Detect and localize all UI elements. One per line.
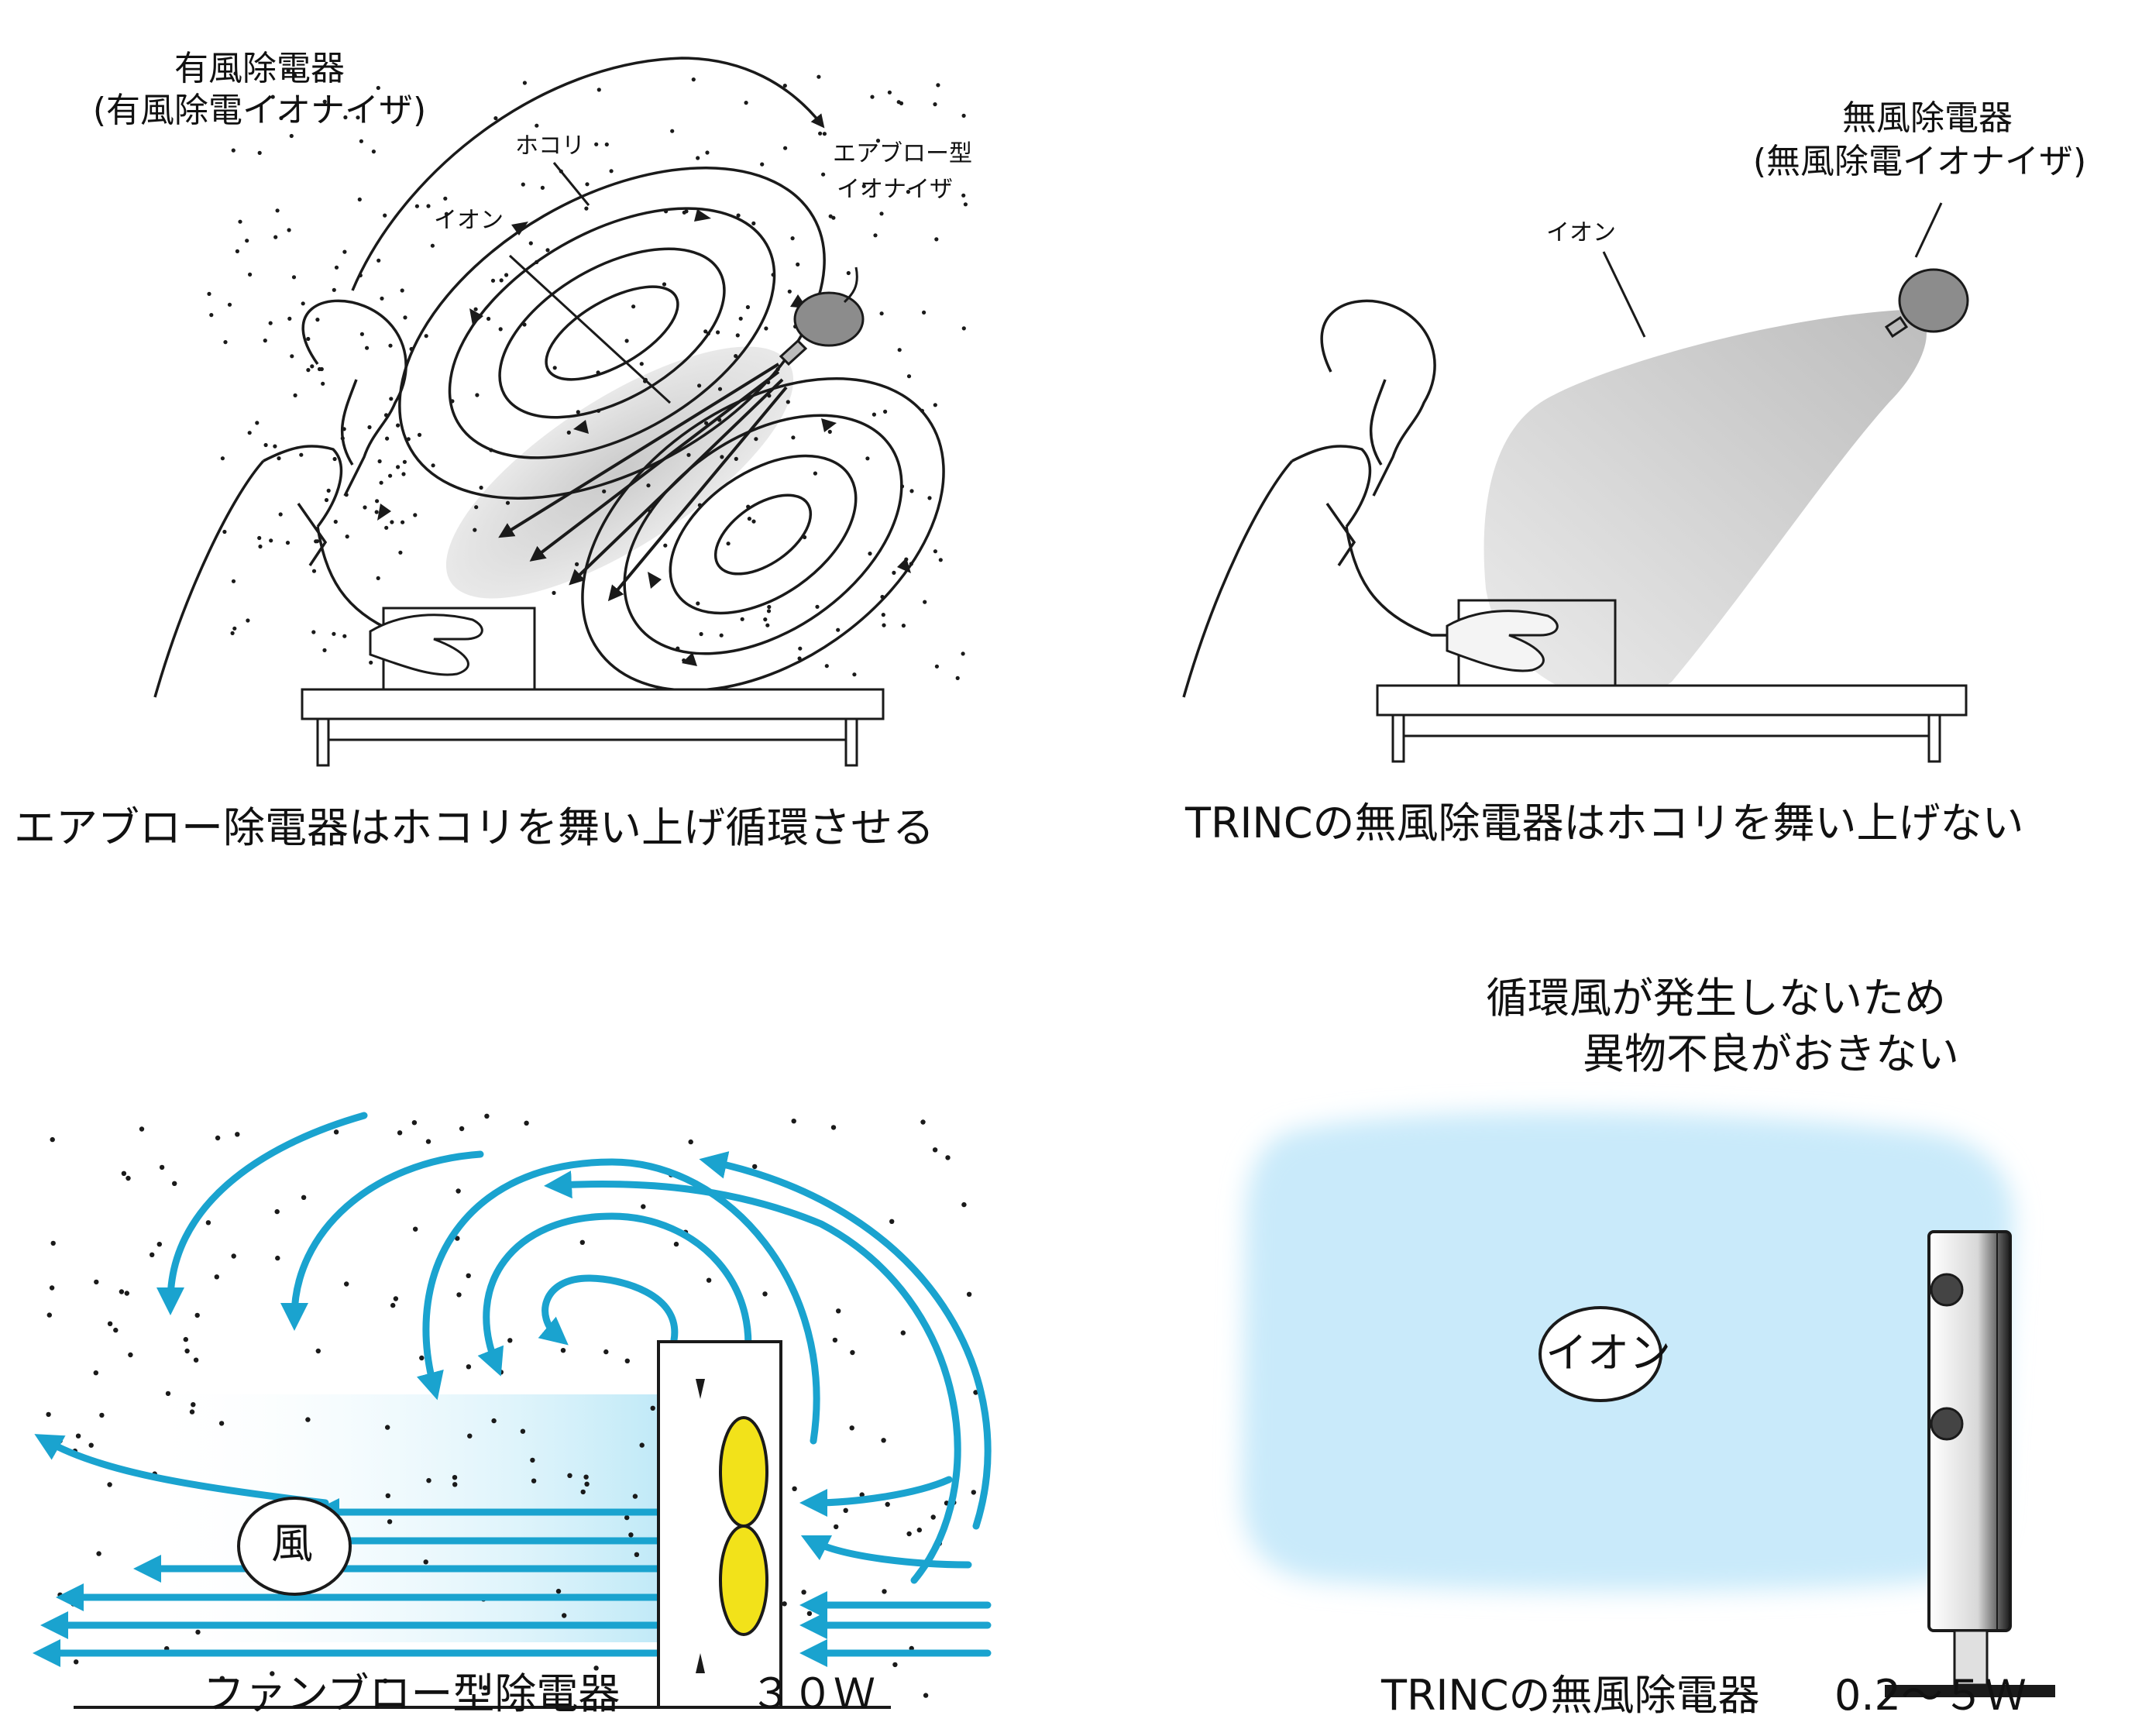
fanblow-label-wind: 風 — [271, 1519, 313, 1568]
ion-jet-cloud — [445, 346, 794, 599]
label-leader-lines — [508, 162, 858, 404]
trinc-note-line2: 異物不良がおきない — [1583, 1030, 1959, 1078]
panel-trinc: 循環風が発生しないため 異物不良がおきない イオン TRINCの無風除電器 0.… — [1068, 883, 2135, 1736]
device-stand — [1953, 1629, 1989, 1686]
ion-cone — [1483, 310, 1927, 700]
airblow-title-line1: 有風除電器 — [174, 49, 345, 88]
windless-title-line1: 無風除電器 — [1842, 98, 2013, 138]
device-base — [1885, 1685, 2055, 1697]
label-leader-lines — [1602, 202, 1943, 338]
outer-flow-arc — [351, 57, 825, 291]
upper-circulation-loops — [398, 167, 826, 500]
trinc-label-ion: イオン — [1545, 1329, 1671, 1377]
wind-glow — [139, 1394, 666, 1642]
fanblow-power: ３０Ｗ — [750, 1669, 875, 1718]
windless-caption: TRINCの無風除電器はホコリを舞い上げない — [1185, 799, 2024, 847]
trinc-caption: TRINCの無風除電器 — [1381, 1671, 1760, 1720]
trinc-note-line1: 循環風が発生しないため — [1486, 974, 1946, 1023]
ionizer-nozzle — [779, 339, 808, 366]
hands — [1446, 610, 1559, 672]
trinc-illustration — [1242, 1112, 2055, 1697]
airblow-label-dust: ホコリ — [515, 132, 585, 160]
windless-title-line2: (無風除電イオナイザ) — [1752, 142, 2087, 181]
windless-illustration — [1182, 202, 1969, 763]
emitter-lower — [1930, 1407, 1964, 1441]
fanblow-caption: ファンブロー型除電器 — [203, 1669, 621, 1718]
airblow-label-ion: イオン — [434, 207, 504, 234]
fan-blade-upper — [719, 1416, 768, 1528]
wind-label-bubble — [237, 1497, 352, 1596]
incoming-wind-arrows — [799, 1476, 992, 1667]
work-table — [301, 688, 885, 767]
emitter-upper — [1930, 1273, 1964, 1307]
work-table — [1376, 684, 1968, 763]
ionizer-tip — [1884, 315, 1909, 339]
fan-blade-lower — [719, 1525, 768, 1636]
airblow-title-line2: (有風除電イオナイザ) — [92, 91, 427, 130]
windless-ionizer-device — [1898, 268, 1969, 333]
panel-airblow: 有風除電器 (有風除電イオナイザ) ホコリ イオン エアブロー型 イオナイザ エ… — [0, 0, 1068, 883]
panel-windless: 無風除電器 (無風除電イオナイザ) イオン TRINCの無風除電器はホコリを舞い… — [1068, 0, 2135, 883]
circulation-loops — [156, 1112, 992, 1584]
person-figure — [1182, 299, 1470, 698]
lower-circulation-loops — [581, 376, 945, 693]
airblow-label-device-line1: エアブロー型 — [833, 140, 972, 167]
airblow-caption: エアブロー除電器はホコリを舞い上げ循環させる — [14, 803, 934, 852]
panel-fanblow: 風 ファンブロー型除電器 ３０Ｗ — [0, 883, 1068, 1736]
hands — [369, 614, 483, 676]
outgoing-wind-arrows — [33, 1434, 686, 1667]
airblow-ionizer-device — [793, 291, 865, 347]
fanblow-illustration — [33, 1112, 992, 1709]
airblow-illustration — [153, 57, 968, 767]
airblow-label-device-line2: イオナイザ — [837, 176, 953, 203]
ion-label-bubble — [1539, 1306, 1662, 1402]
fan-ionizer-device — [657, 1340, 782, 1709]
windless-label-ion: イオン — [1546, 219, 1616, 246]
air-jet-arrows — [498, 363, 788, 602]
loop-arrowheads — [377, 209, 911, 666]
trinc-power: 0.2～５Ｗ — [1834, 1671, 2027, 1720]
dust-particles — [207, 68, 968, 681]
